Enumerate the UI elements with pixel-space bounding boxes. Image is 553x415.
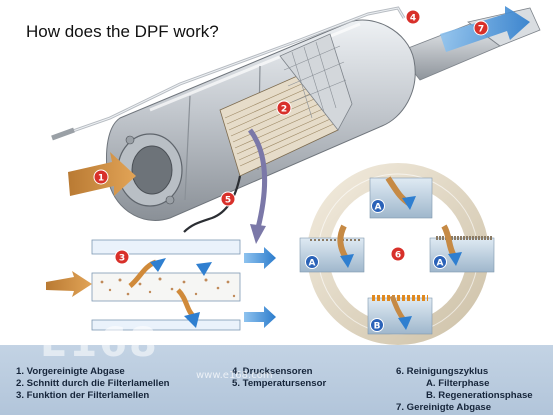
legend-panel: 1. Vorgereinigte Abgase 2. Schnitt durch… bbox=[0, 345, 553, 415]
legend-item-1: 1. Vorgereinigte Abgase bbox=[16, 366, 125, 377]
badge-3: 3 bbox=[114, 249, 130, 265]
watermark-logo: E168 bbox=[40, 320, 159, 366]
section-pointer-arrow bbox=[247, 128, 268, 229]
svg-text:3: 3 bbox=[119, 254, 125, 264]
badge-1: 1 bbox=[93, 169, 109, 185]
svg-text:1: 1 bbox=[98, 174, 104, 184]
svg-text:2: 2 bbox=[281, 105, 287, 115]
dpf-diagram: 1 2 3 4 5 6 7 A A A B bbox=[46, 6, 541, 345]
svg-text:A: A bbox=[437, 259, 444, 269]
watermark-site: www.e168.com bbox=[196, 370, 273, 381]
svg-text:A: A bbox=[375, 203, 382, 213]
legend-item-5: 5. Temperatursensor bbox=[232, 378, 327, 389]
svg-text:5: 5 bbox=[225, 196, 231, 206]
svg-text:B: B bbox=[374, 322, 381, 332]
phase-badge-right: A bbox=[433, 255, 447, 269]
badge-2: 2 bbox=[276, 100, 292, 116]
phase-badge-top: A bbox=[371, 199, 385, 213]
legend-item-6b: B. Regenerationsphase bbox=[426, 390, 533, 401]
dpf-canister bbox=[106, 19, 416, 221]
tube-end bbox=[51, 127, 75, 141]
legend-item-6: 6. Reinigungszyklus bbox=[396, 366, 489, 377]
badge-6: 6 bbox=[390, 246, 406, 262]
legend-item-3: 3. Funktion der Filterlamellen bbox=[16, 390, 150, 401]
svg-text:7: 7 bbox=[478, 25, 484, 35]
legend-item-7: 7. Gereinigte Abgase bbox=[396, 402, 492, 413]
legend-item-6a: A. Filterphase bbox=[426, 378, 490, 389]
temperature-sensor-cable bbox=[183, 175, 242, 233]
inlet-flange bbox=[117, 133, 183, 207]
diagram-title: How does the DPF work? bbox=[26, 22, 219, 41]
badge-5: 5 bbox=[220, 191, 236, 207]
phase-badge-bottom: B bbox=[370, 318, 384, 332]
svg-text:A: A bbox=[309, 259, 316, 269]
filter-function-detail bbox=[46, 239, 276, 331]
legend-item-2: 2. Schnitt durch die Filterlamellen bbox=[16, 378, 170, 389]
tile-left bbox=[299, 224, 365, 273]
badge-4: 4 bbox=[405, 9, 421, 25]
legend-item-4: 4. Drucksensoren bbox=[232, 366, 313, 377]
phase-badge-left: A bbox=[305, 255, 319, 269]
svg-text:4: 4 bbox=[410, 14, 416, 24]
badge-7: 7 bbox=[473, 20, 489, 36]
svg-text:6: 6 bbox=[395, 251, 401, 261]
